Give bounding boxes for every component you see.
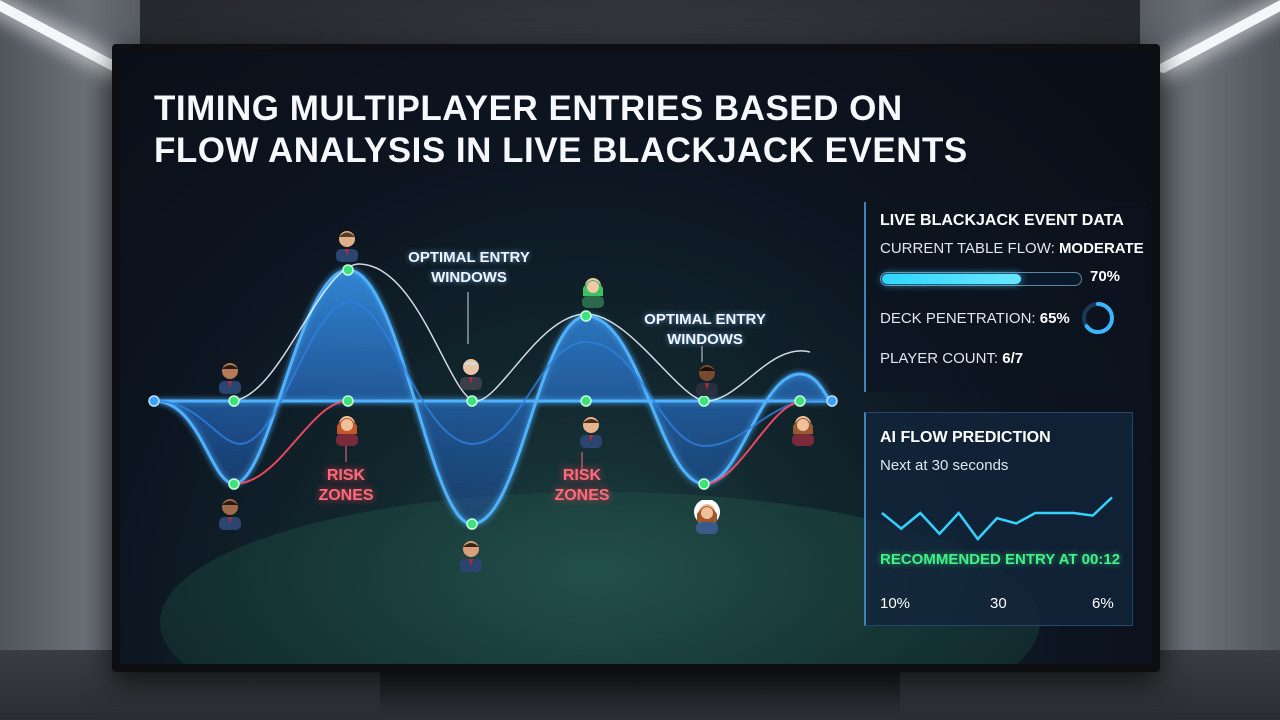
event-data-panel: LIVE BLACKJACK EVENT DATA CURRENT TABLE … xyxy=(864,202,1146,392)
deck-penetration-ring-icon xyxy=(1082,302,1114,334)
table-flow-label: CURRENT TABLE FLOW: xyxy=(880,240,1059,257)
risk-zone-label-line: RISK xyxy=(562,467,602,484)
player-avatar-icon xyxy=(694,500,720,534)
display-screen: TIMING MULTIPLAYER ENTRIES BASED ON FLOW… xyxy=(120,52,1152,664)
player-avatar-icon xyxy=(219,499,241,530)
table-flow-value: MODERATE xyxy=(1058,240,1144,257)
flow-node xyxy=(826,395,838,407)
optimal-entry-label-line: WINDOWS xyxy=(431,269,507,286)
table-flow-progress-bar xyxy=(880,272,1082,286)
right-wall xyxy=(1140,0,1280,720)
player-avatar-icon xyxy=(582,278,604,308)
flow-nodes xyxy=(148,264,838,530)
deck-penetration-text: DECK PENETRATION: 65% xyxy=(880,310,1070,327)
flow-node xyxy=(228,395,240,407)
optimal-entry-label-right: OPTIMAL ENTRY WINDOWS xyxy=(640,310,770,350)
page-title: TIMING MULTIPLAYER ENTRIES BASED ON FLOW… xyxy=(154,88,1054,172)
flow-node xyxy=(148,395,160,407)
player-count-text: PLAYER COUNT: 6/7 xyxy=(880,350,1023,367)
flow-node xyxy=(580,310,592,322)
recommended-entry-text: RECOMMENDED ENTRY AT 00:12 xyxy=(880,551,1121,568)
display-monitor: TIMING MULTIPLAYER ENTRIES BASED ON FLOW… xyxy=(112,44,1160,672)
deck-penetration-label: DECK PENETRATION: xyxy=(880,310,1040,327)
player-avatar-icon xyxy=(336,231,358,262)
optimal-entry-label-line: OPTIMAL ENTRY xyxy=(408,249,530,266)
flow-node xyxy=(466,518,478,530)
table-flow-percent: 70% xyxy=(1090,268,1121,285)
flow-wave-echo xyxy=(153,300,833,448)
player-avatar-icon xyxy=(792,416,814,446)
flow-node xyxy=(698,478,710,490)
ai-prediction-panel: AI FLOW PREDICTION Next at 30 seconds RE… xyxy=(864,412,1133,626)
deck-penetration-value: 65% xyxy=(1039,310,1070,327)
optimal-entry-label-line: OPTIMAL ENTRY xyxy=(644,311,766,328)
flow-wave-main xyxy=(153,268,833,526)
player-count-value: 6/7 xyxy=(1002,350,1024,367)
prediction-axis-left: 10% xyxy=(880,595,911,612)
player-avatar-icon xyxy=(219,363,241,394)
table-flow-text: CURRENT TABLE FLOW: MODERATE xyxy=(880,240,1144,257)
monitor-stand xyxy=(380,666,900,720)
prediction-sparkline-line xyxy=(881,496,1113,541)
prediction-subtitle: Next at 30 seconds xyxy=(880,457,1009,474)
risk-zone-label-line: RISK xyxy=(326,467,366,484)
flow-node xyxy=(228,478,240,490)
risk-zone-label-left: RISK ZONES xyxy=(306,466,386,506)
prediction-panel-title: AI FLOW PREDICTION xyxy=(880,429,1051,446)
table-flow-progress-fill xyxy=(882,274,1021,284)
risk-zone-label-line: ZONES xyxy=(554,487,610,504)
page-title-line2: FLOW ANALYSIS IN LIVE BLACKJACK EVENTS xyxy=(154,131,968,170)
optimal-entry-label-line: WINDOWS xyxy=(667,331,743,348)
player-count-label: PLAYER COUNT: xyxy=(880,350,1003,367)
flow-node xyxy=(580,395,592,407)
event-panel-title: LIVE BLACKJACK EVENT DATA xyxy=(880,212,1124,229)
flow-node xyxy=(698,395,710,407)
flow-node xyxy=(466,395,478,407)
player-avatar-icon xyxy=(460,359,482,390)
prediction-sparkline xyxy=(881,496,1113,541)
flow-node xyxy=(342,395,354,407)
page-title-line1: TIMING MULTIPLAYER ENTRIES BASED ON xyxy=(154,89,903,128)
flow-risk-red xyxy=(233,400,805,485)
risk-zone-label-right: RISK ZONES xyxy=(542,466,622,506)
prediction-axis-right: 6% xyxy=(1092,595,1114,612)
flow-node xyxy=(342,264,354,276)
player-avatar-icon xyxy=(696,365,718,396)
prediction-axis-mid: 30 xyxy=(990,595,1007,612)
optimal-entry-label-left: OPTIMAL ENTRY WINDOWS xyxy=(404,248,534,288)
risk-zone-label-line: ZONES xyxy=(318,487,374,504)
player-avatar-icon xyxy=(336,416,358,446)
flow-node xyxy=(794,395,806,407)
flow-wave-chart xyxy=(148,263,838,530)
player-avatar-icon xyxy=(460,541,482,572)
player-avatar-icon xyxy=(580,417,602,448)
